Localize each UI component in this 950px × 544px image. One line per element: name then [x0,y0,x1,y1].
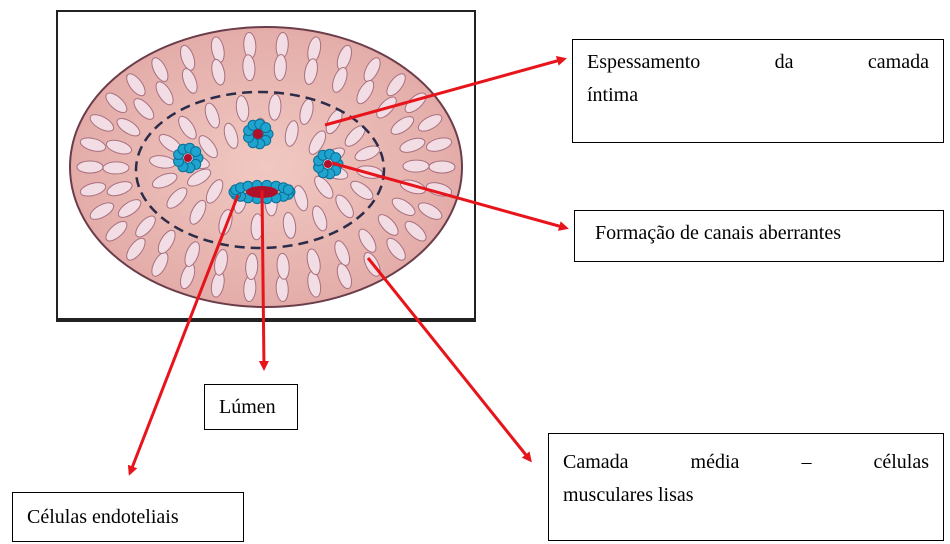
arrow-intima [325,59,564,125]
label-text: Lúmen [219,391,276,424]
label-word: células [873,446,929,479]
arrow-lumen [262,190,264,368]
label-line: musculares lisas [563,479,929,512]
label-text: Formação de canais aberrantes [595,217,841,250]
label-espessamento-intima: Espessamento da camada íntima [572,39,944,143]
label-text: Células endoteliais [27,501,179,534]
label-celulas-endoteliais: Células endoteliais [12,492,244,542]
label-word: – [801,446,811,479]
label-word: Camada [563,446,629,479]
label-canais-aberrantes: Formação de canais aberrantes [574,210,944,262]
label-word: camada [868,46,929,79]
label-word: da [775,46,794,79]
label-word: média [691,446,740,479]
arrow-canais [332,163,566,228]
label-lumen: Lúmen [204,384,298,430]
arrow-endoteliais [130,195,238,473]
label-line: íntima [587,79,929,112]
arrow-media [368,258,530,460]
label-word: Espessamento [587,46,700,79]
label-camada-media: Camada média – células musculares lisas [548,433,944,541]
